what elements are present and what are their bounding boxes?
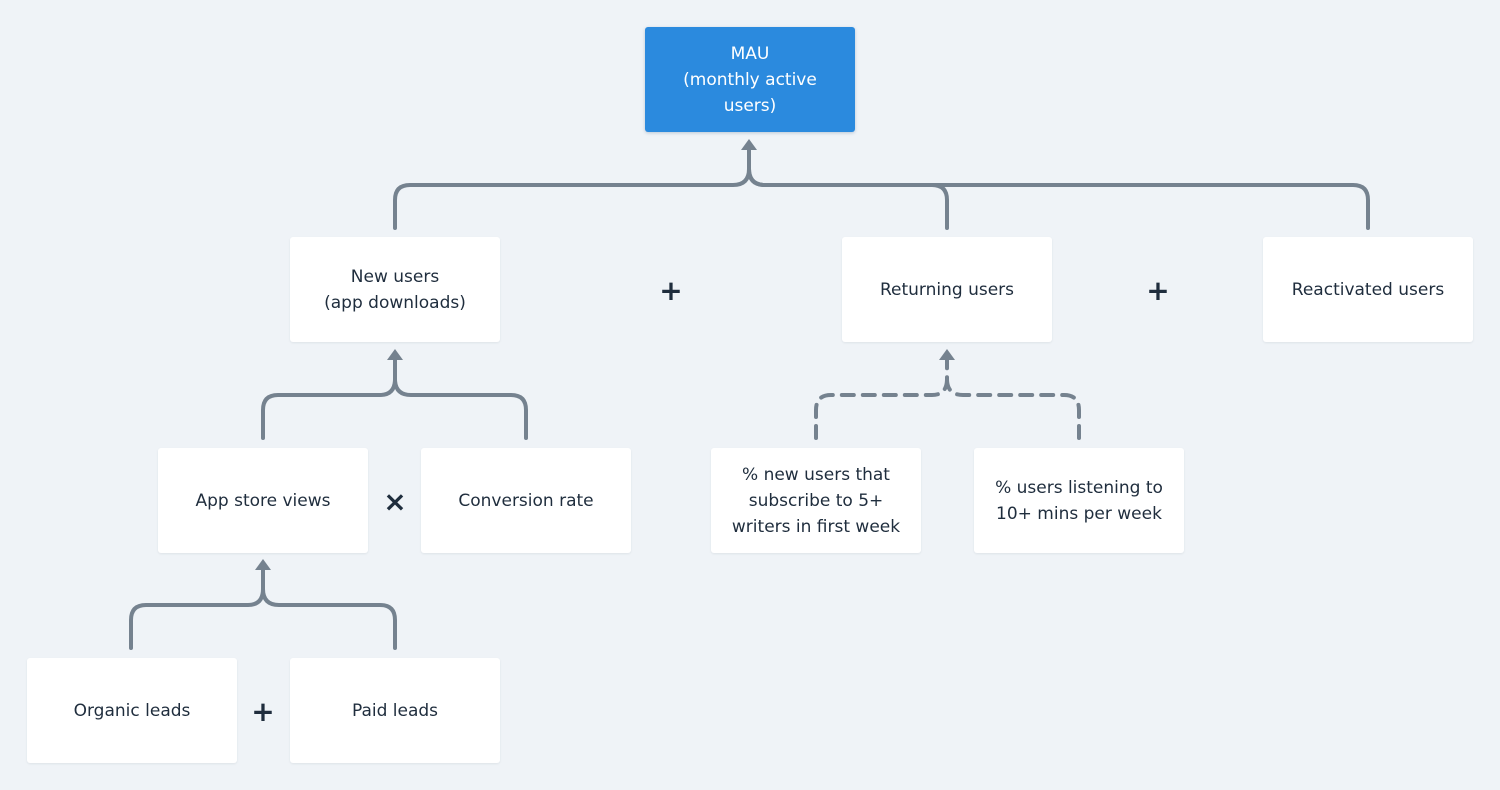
node-organic-leads[interactable]: Organic leads	[27, 658, 237, 763]
node-new-users[interactable]: New users (app downloads)	[290, 237, 500, 342]
connector-reactivated-users-to-mau	[747, 167, 1370, 230]
node-conversion-rate[interactable]: Conversion rate	[421, 448, 631, 553]
connector-pct-users-listening-to-returning-users	[945, 377, 1081, 440]
node-pct-users-listening[interactable]: % users listening to 10+ mins per week	[974, 448, 1184, 553]
connector-returning-users-to-mau	[747, 167, 949, 230]
plus-operator: +	[251, 695, 275, 728]
connector-conversion-rate-to-new-users	[393, 377, 528, 440]
node-mau[interactable]: MAU (monthly active users)	[645, 27, 855, 132]
arrowhead-mau	[741, 139, 757, 150]
arrowhead-returning-users	[939, 349, 955, 360]
plus-operator: +	[659, 274, 683, 307]
times-operator: ×	[383, 485, 407, 518]
node-app-store-views[interactable]: App store views	[158, 448, 368, 553]
arrowhead-app-store-views	[255, 559, 271, 570]
connector-organic-leads-to-app-store-views	[129, 568, 265, 650]
node-pct-new-users-subscribe[interactable]: % new users that subscribe to 5+ writers…	[711, 448, 921, 553]
connector-app-store-views-to-new-users	[261, 358, 397, 440]
arrowhead-new-users	[387, 349, 403, 360]
connector-pct-new-users-to-returning-users	[814, 358, 949, 440]
node-paid-leads[interactable]: Paid leads	[290, 658, 500, 763]
connector-paid-leads-to-app-store-views	[261, 587, 397, 650]
node-returning-users[interactable]: Returning users	[842, 237, 1052, 342]
connector-new-users-to-mau	[393, 148, 751, 230]
node-reactivated-users[interactable]: Reactivated users	[1263, 237, 1473, 342]
plus-operator: +	[1146, 274, 1170, 307]
